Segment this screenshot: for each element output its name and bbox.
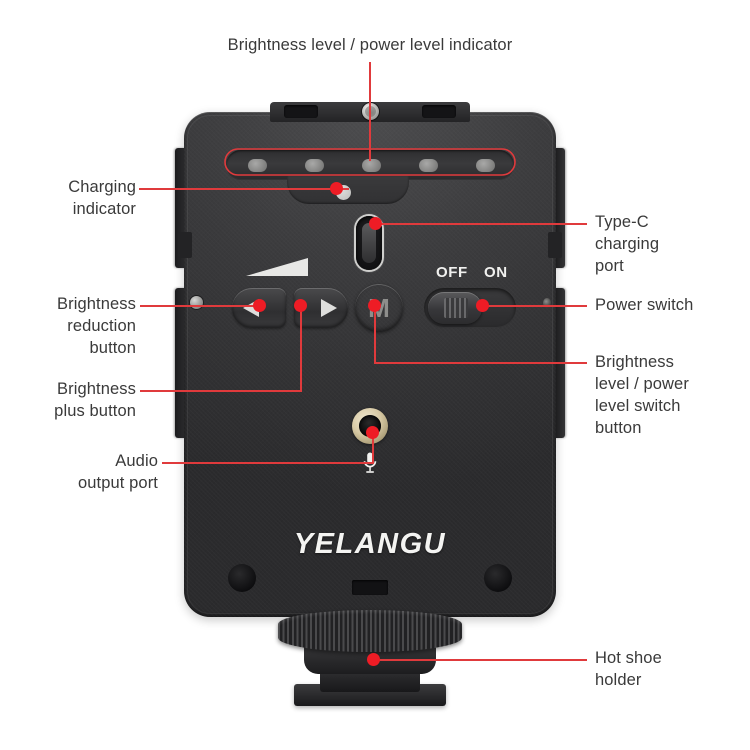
bottom-pad-right bbox=[484, 564, 512, 592]
leader-audio-output-v bbox=[372, 432, 374, 464]
callout-brightness-plus: Brightness plus button bbox=[54, 380, 136, 420]
led-indicator-2 bbox=[305, 159, 324, 172]
marker-level-switch bbox=[368, 299, 381, 312]
bracket-notch-right bbox=[422, 105, 456, 118]
marker-hot-shoe bbox=[367, 653, 380, 666]
leader-audio-output-h bbox=[162, 462, 374, 464]
marker-power-switch bbox=[476, 299, 489, 312]
marker-charging-indicator bbox=[330, 182, 343, 195]
callout-audio-output: Audio output port bbox=[78, 452, 158, 492]
device-body bbox=[184, 112, 556, 617]
leader-level-switch-v bbox=[374, 305, 376, 363]
leader-level-switch-h bbox=[374, 362, 587, 364]
power-switch[interactable] bbox=[424, 288, 516, 328]
bracket-notch-left bbox=[284, 105, 318, 118]
callout-level-switch: Brightness level / power level switch bu… bbox=[595, 353, 689, 437]
leader-brightness-reduction bbox=[140, 305, 265, 307]
marker-brightness-plus bbox=[294, 299, 307, 312]
right-rail-tab bbox=[548, 232, 562, 258]
led-strip-highlight-box bbox=[224, 148, 516, 176]
callout-top-indicator: Brightness level / power level indicator bbox=[227, 36, 513, 54]
bottom-pad-left bbox=[228, 564, 256, 592]
leader-type-c bbox=[375, 223, 587, 225]
leader-hot-shoe bbox=[374, 659, 587, 661]
arrow-right-icon bbox=[321, 299, 337, 317]
callout-charging-indicator: Charging indicator bbox=[68, 178, 136, 218]
callout-hot-shoe: Hot shoe holder bbox=[595, 649, 662, 689]
callout-brightness-reduction: Brightness reduction button bbox=[57, 295, 136, 357]
led-indicator-5 bbox=[476, 159, 495, 172]
left-rail-tab bbox=[178, 232, 192, 258]
marker-audio-output bbox=[366, 426, 379, 439]
leader-top-indicator bbox=[369, 62, 371, 161]
knob-grip-texture bbox=[444, 298, 468, 318]
callout-type-c: Type-C charging port bbox=[595, 213, 660, 275]
leader-brightness-plus-v bbox=[300, 305, 302, 392]
switch-off-label: OFF bbox=[436, 264, 468, 281]
marker-type-c bbox=[369, 217, 382, 230]
left-side-screw bbox=[190, 296, 203, 309]
led-indicator-1 bbox=[248, 159, 267, 172]
product-device: M OFF ON YELANGU bbox=[175, 102, 565, 706]
bottom-slot bbox=[352, 580, 388, 595]
brand-logo: YELANGU bbox=[293, 528, 447, 560]
marker-brightness-reduction bbox=[253, 299, 266, 312]
power-switch-knob[interactable] bbox=[428, 292, 482, 324]
right-side-hole bbox=[543, 298, 551, 308]
switch-on-label: ON bbox=[484, 264, 508, 281]
led-indicator-4 bbox=[419, 159, 438, 172]
leader-charging-indicator bbox=[139, 188, 349, 190]
leader-brightness-plus-h bbox=[140, 390, 302, 392]
callout-power-switch: Power switch bbox=[595, 296, 694, 314]
led-indicator-3 bbox=[362, 159, 381, 172]
hot-shoe-locking-ring[interactable] bbox=[278, 610, 462, 652]
leader-power-switch bbox=[487, 305, 587, 307]
